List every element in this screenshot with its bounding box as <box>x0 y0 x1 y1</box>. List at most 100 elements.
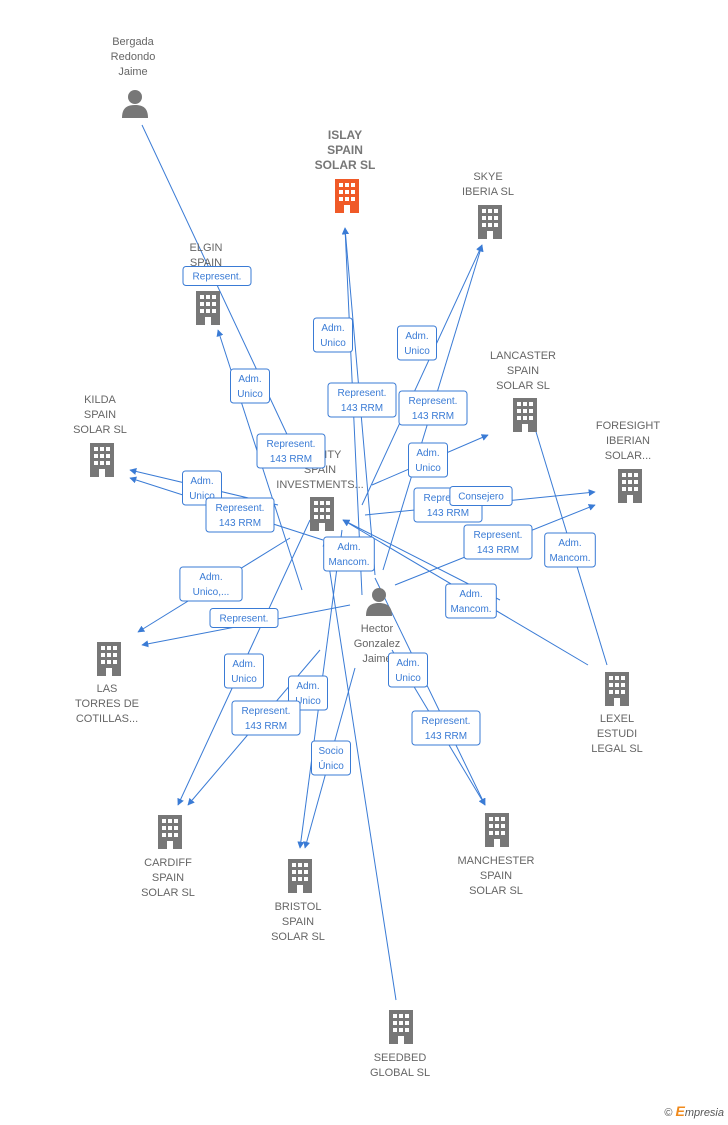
node-label-line: COTILLAS... <box>76 713 138 725</box>
edge-label-box <box>256 433 326 469</box>
edge-label-text: Mancom. <box>450 604 491 615</box>
edge-label-text: Represent. <box>242 706 291 717</box>
node-label-line: LEXEL <box>600 713 634 725</box>
edge-label-text: Socio <box>318 746 343 757</box>
edge-label[interactable]: Adm.Unico <box>397 325 437 361</box>
edge-label-box <box>182 470 222 506</box>
edge-label-text: Unico <box>395 673 421 684</box>
edge-label[interactable]: Adm. Mancom. <box>544 532 596 568</box>
edge-label-text: Represent. <box>474 530 523 541</box>
edge-label[interactable]: Consejero <box>449 486 513 506</box>
edge-label[interactable]: Represent.143 RRM <box>411 710 481 746</box>
node-label-line: SPAIN <box>327 143 363 157</box>
edge-label-text: Represent. <box>216 503 265 514</box>
node-label-line: Bergada <box>112 36 154 48</box>
edge-label[interactable]: Adm. Mancom. <box>445 583 497 619</box>
node-label-line: KILDA <box>84 394 116 406</box>
node-label-line: SOLAR SL <box>315 158 376 172</box>
edge-label-box <box>209 608 279 628</box>
building-icon <box>485 813 509 847</box>
edge-label-text: Adm. <box>459 589 482 600</box>
node-label-line: SEEDBED <box>374 1052 427 1064</box>
building-icon <box>97 642 121 676</box>
edge-label-text: Unico <box>231 674 257 685</box>
edge-label-text: Adm. <box>396 658 419 669</box>
edge-label-box <box>463 524 533 560</box>
edge-label[interactable]: Represent.143 RRM <box>205 497 275 533</box>
node-label-line: SPAIN <box>152 872 184 884</box>
node-foresight[interactable]: FORESIGHT IBERIAN SOLAR... <box>596 420 660 503</box>
edge-label-text: Adm. <box>321 323 344 334</box>
node-label-line: Hector <box>361 623 394 635</box>
node-label-line: SOLAR... <box>605 450 651 462</box>
node-label-line: SOLAR SL <box>496 380 550 392</box>
edge-label[interactable]: Represent.143 RRM <box>256 433 326 469</box>
building-icon <box>389 1010 413 1044</box>
edge-label[interactable]: Adm.Unico <box>313 317 353 353</box>
node-label-line: Redondo <box>111 51 156 63</box>
edge-label[interactable]: Adm. Unico <box>224 653 264 689</box>
person-icon <box>122 90 148 118</box>
edge-label[interactable]: Represent. 143 RRM <box>463 524 533 560</box>
edge-label[interactable]: Adm. Unico,... <box>179 566 243 602</box>
edge-label-text: 143 RRM <box>427 508 469 519</box>
edge-label-text: Mancom. <box>549 553 590 564</box>
edge-label[interactable]: Adm.Unico <box>408 442 448 478</box>
edge-label[interactable]: Adm.Mancom. <box>323 536 375 572</box>
building-icon <box>335 179 359 213</box>
node-seedbed[interactable]: SEEDBED GLOBAL SL <box>370 1010 430 1079</box>
node-label-line: INVESTMENTS... <box>276 479 363 491</box>
edge-label-text: 143 RRM <box>245 721 287 732</box>
edge-label[interactable]: Represent. <box>209 608 279 628</box>
edge-label-text: Adm. <box>232 659 255 670</box>
edge-label-text: Adm. <box>190 476 213 487</box>
building-icon <box>513 398 537 432</box>
edge-label-text: 143 RRM <box>477 545 519 556</box>
node-label-line: SOLAR SL <box>271 931 325 943</box>
edge-label-text: Represent. <box>193 272 242 283</box>
edge-label-box <box>388 652 428 688</box>
edge-label[interactable]: Represent.143 RRM <box>398 390 468 426</box>
edge-label[interactable]: Represent. 143 RRM <box>231 700 301 736</box>
node-label-line: BRISTOL <box>275 901 322 913</box>
edge-label-text: Único <box>318 759 344 772</box>
node-label-line: IBERIAN <box>606 435 650 447</box>
edge-label-text: Unico <box>189 491 215 502</box>
edge-label-box <box>408 442 448 478</box>
edge-label-text: Unico <box>295 696 321 707</box>
edge-label[interactable]: Adm. Unico <box>388 652 428 688</box>
edge-label-box <box>544 532 596 568</box>
edge-label-text: Adm. <box>199 572 222 583</box>
edge-label[interactable]: Adm. Unico <box>182 470 222 506</box>
edge-label[interactable]: Represent.143 RRM <box>327 382 397 418</box>
brand-logo-e: E <box>675 1103 685 1119</box>
node-label-line: LAS <box>97 683 118 695</box>
building-icon <box>618 469 642 503</box>
node-label-line: MANCHESTER <box>457 855 534 867</box>
building-icon <box>478 205 502 239</box>
node-label-line: GLOBAL SL <box>370 1067 430 1079</box>
edge-label-text: Unico,... <box>193 587 230 598</box>
brand-watermark: © Empresia <box>664 1103 724 1119</box>
edge-label-text: Adm. <box>238 374 261 385</box>
node-label-line: LANCASTER <box>490 350 556 362</box>
edge-label-text: Mancom. <box>328 557 369 568</box>
edge-label[interactable]: Represent. <box>182 266 252 286</box>
node-label-line: FORESIGHT <box>596 420 660 432</box>
edge-label-text: Adm. <box>558 538 581 549</box>
edge-label[interactable]: Adm.Unico <box>230 368 270 404</box>
